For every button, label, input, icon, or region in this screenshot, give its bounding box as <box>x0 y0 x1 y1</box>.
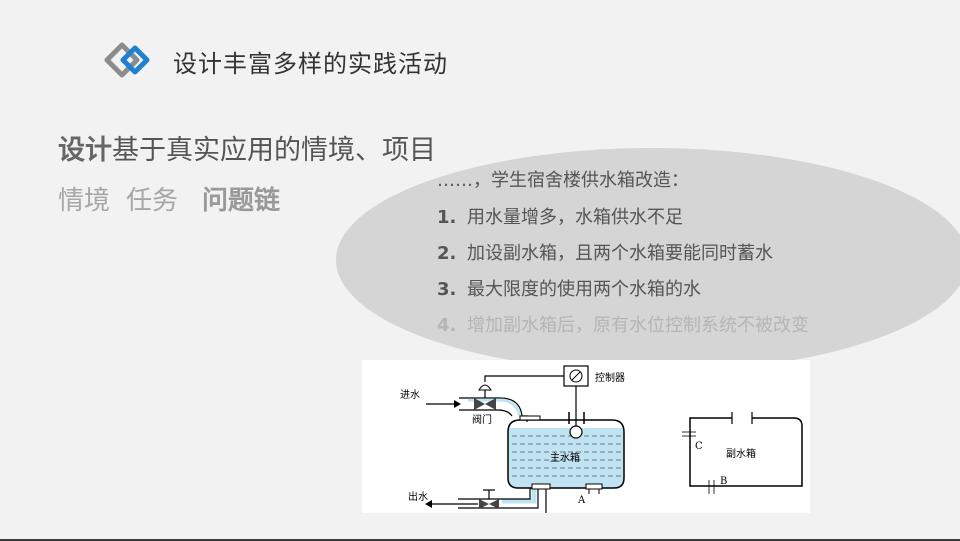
list-item: 2. 加设副水箱，且两个水箱要能同时蓄水 <box>437 236 809 272</box>
subtitle-bold: 设计 <box>58 135 112 166</box>
tag-task: 任务 <box>126 186 179 216</box>
item-number: 3. <box>437 279 457 300</box>
main-tank <box>507 419 625 489</box>
label-inlet: 进水 <box>400 389 420 401</box>
tag-question-chain: 问题链 <box>202 186 281 216</box>
subtitle-rest: 基于真实应用的情境、项目 <box>112 135 436 166</box>
label-point-a: A <box>577 495 586 506</box>
item-text: 加设副水箱，且两个水箱要能同时蓄水 <box>467 243 773 264</box>
list-item: 3. 最大限度的使用两个水箱的水 <box>437 272 809 308</box>
logo-icon <box>104 42 150 78</box>
item-text: 用水量增多，水箱供水不足 <box>467 207 683 228</box>
tank-water <box>508 428 624 488</box>
sub-tank <box>689 417 803 487</box>
bubble-intro: ……，学生宿舍楼供水箱改造： <box>437 170 689 191</box>
item-text: 增加副水箱后，原有水位控制系统不被改变 <box>467 315 809 336</box>
water-tank-diagram: 进水 阀门 控制器 主水箱 出水 A B C 副水箱 <box>362 360 810 513</box>
label-outlet: 出水 <box>408 490 428 503</box>
bottom-divider <box>0 539 960 541</box>
tag-context: 情境 <box>58 186 111 216</box>
list-item: 1. 用水量增多，水箱供水不足 <box>437 200 809 236</box>
item-number: 4. <box>437 315 457 336</box>
subtitle: 设计基于真实应用的情境、项目 <box>58 128 436 167</box>
page-title: 设计丰富多样的实践活动 <box>173 50 448 78</box>
tag-row: 情境任务问题链 <box>58 180 296 217</box>
label-main-tank: 主水箱 <box>550 451 580 464</box>
float-icon <box>569 425 583 439</box>
label-valve: 阀门 <box>472 413 492 426</box>
item-number: 2. <box>437 243 457 264</box>
bubble-content: ……，学生宿舍楼供水箱改造： 1. 用水量增多，水箱供水不足 2. 加设副水箱，且两… <box>437 170 809 344</box>
item-number: 1. <box>437 207 457 228</box>
diagram-svg: 进水 阀门 控制器 主水箱 出水 A B C 副水箱 <box>400 365 803 513</box>
label-point-b: B <box>720 476 727 487</box>
item-text: 最大限度的使用两个水箱的水 <box>467 279 701 300</box>
list-item: 4. 增加副水箱后，原有水位控制系统不被改变 <box>437 308 809 344</box>
label-point-c: C <box>695 441 703 452</box>
label-controller: 控制器 <box>595 371 625 384</box>
label-sub-tank: 副水箱 <box>726 447 756 460</box>
